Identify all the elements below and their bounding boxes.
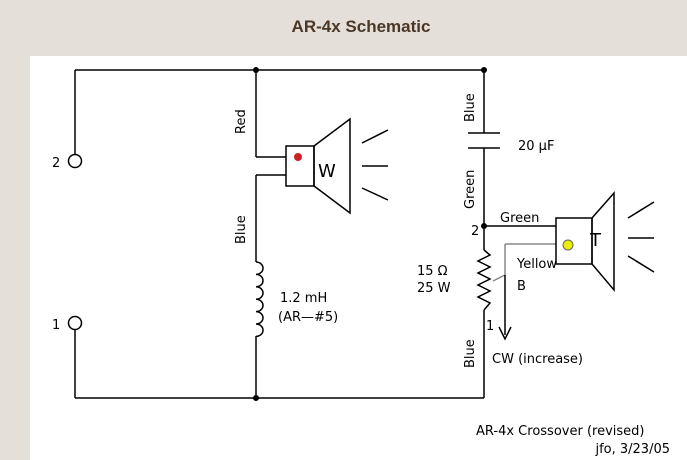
pot-pin-2: 2 [471,224,479,239]
blue-wire-left-label: Blue [234,215,249,244]
woofer-label: W [318,161,336,182]
woofer-polarity-dot [294,153,302,161]
capacitor-icon [468,132,500,149]
blue-wire-bottom-label: Blue [463,339,478,368]
red-wire-label: Red [234,109,249,134]
tweeter-label: T [589,230,602,251]
junction-bottom-left [253,395,259,401]
junction-top-left [253,67,259,73]
inductor-icon [255,261,264,338]
tweeter-speaker-icon [555,191,655,293]
potentiometer-icon [476,249,512,341]
terminal-2-label: 2 [52,156,60,171]
blue-wire-top-label: Blue [463,93,478,122]
yellow-wire-label: Yellow [516,257,557,272]
capacitor-value: 20 μF [518,139,554,154]
inductor-value: 1.2 mH [280,291,327,306]
terminal-1[interactable] [67,315,83,331]
pot-pin-1: 1 [486,319,494,334]
terminal-2[interactable] [67,153,83,169]
green-wire-horizontal-label: Green [500,211,539,226]
tweeter-polarity-dot [562,239,574,251]
wiring [74,69,556,399]
woofer-speaker-icon [285,117,389,215]
pot-wiper-label: B [517,279,526,294]
schematic-panel: 2 1 W T 20 μF 1.2 mH (AR—#5) 15 Ω 25 W 2… [30,56,687,460]
caption-title: AR-4x Crossover (revised) [476,424,644,439]
green-wire-vertical-label: Green [463,170,478,209]
wiper-contact [492,274,506,282]
crossover-schematic: 2 1 W T 20 μF 1.2 mH (AR—#5) 15 Ω 25 W 2… [52,67,670,457]
inductor-part: (AR—#5) [278,310,338,325]
caption-author-date: jfo, 3/23/05 [594,442,670,457]
terminal-1-label: 1 [52,318,60,333]
junction-green [481,223,487,229]
resistor-power: 25 W [417,281,451,296]
junction-top-right [481,67,487,73]
page-title: AR-4x Schematic [291,17,431,36]
pot-direction: CW (increase) [492,352,583,367]
resistor-value: 15 Ω [417,264,448,279]
